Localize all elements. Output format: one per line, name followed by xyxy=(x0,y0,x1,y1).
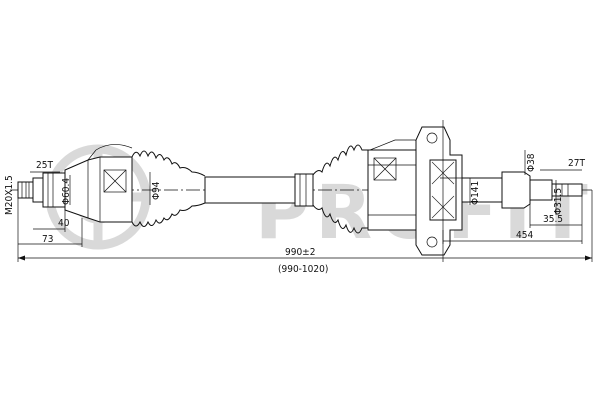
dim-diameter-38: Φ38 xyxy=(526,153,537,172)
left-cv-joint xyxy=(64,156,133,223)
right-stub xyxy=(461,171,583,209)
extension-lines xyxy=(17,182,593,262)
dim-total-range: (990-1020) xyxy=(278,264,328,275)
dim-diameter-31-5: Φ31.5 xyxy=(553,188,564,215)
dim-length-454: 454 xyxy=(516,230,533,241)
dimension-labels: M20X1.5 25T Φ60.4 40 73 Φ94 Φ141 Φ38 27T… xyxy=(4,153,585,275)
dim-thread: M20X1.5 xyxy=(4,175,15,215)
shaft xyxy=(204,173,314,207)
dim-diameter-94: Φ94 xyxy=(151,181,162,200)
right-boot xyxy=(312,144,368,234)
left-stub xyxy=(17,172,66,208)
dim-length-40: 40 xyxy=(58,218,70,229)
left-boot xyxy=(87,144,206,227)
dim-diameter-141: Φ141 xyxy=(470,181,481,205)
dim-length-35-5: 35.5 xyxy=(543,214,563,225)
dim-total-length: 990±2 xyxy=(285,247,315,258)
dimension-lines xyxy=(18,150,592,261)
bearing-bracket xyxy=(415,120,463,262)
dim-length-73: 73 xyxy=(42,234,53,245)
dim-diameter-left: Φ60.4 xyxy=(61,178,72,205)
dim-spline-right: 27T xyxy=(568,158,585,169)
dim-spline-left: 25T xyxy=(36,160,53,171)
